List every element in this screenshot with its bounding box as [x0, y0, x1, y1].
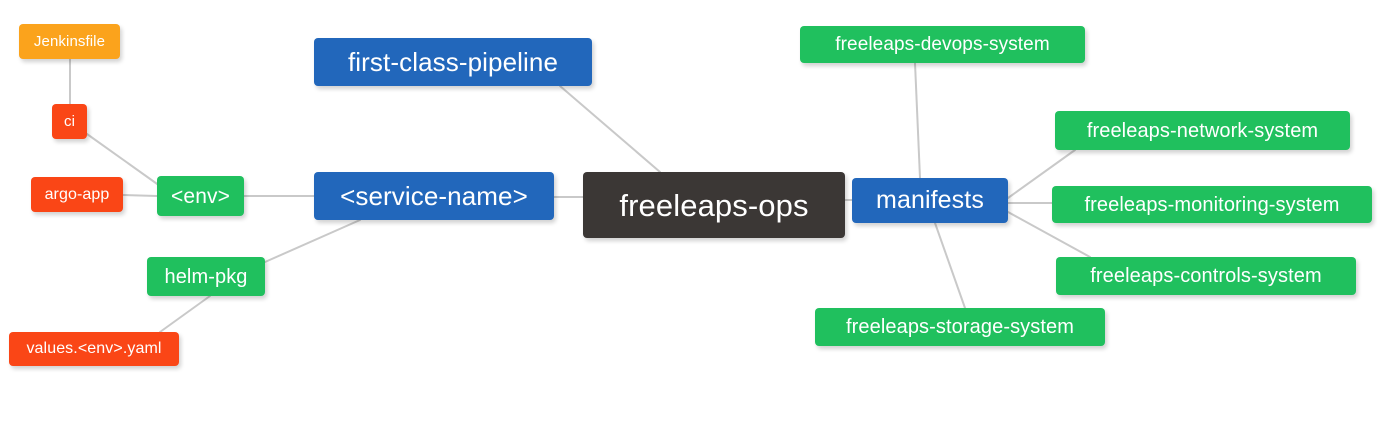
mindmap-node-freeleaps-ops[interactable]: freeleaps-ops — [583, 172, 845, 238]
mindmap-node-env[interactable]: <env> — [157, 176, 244, 216]
mindmap-node-argo-app[interactable]: argo-app — [31, 177, 123, 212]
mindmap-node-service-name[interactable]: <service-name> — [314, 172, 554, 220]
mindmap-node-helm-pkg[interactable]: helm-pkg — [147, 257, 265, 296]
mindmap-node-network-system[interactable]: freeleaps-network-system — [1055, 111, 1350, 150]
mindmap-edge-first-class-pipeline-to-freeleaps-ops — [559, 85, 661, 173]
mindmap-edge-argo-app-to-env — [122, 194, 158, 197]
mindmap-node-monitoring-system[interactable]: freeleaps-monitoring-system — [1052, 186, 1372, 223]
mindmap-node-first-class-pipeline[interactable]: first-class-pipeline — [314, 38, 592, 86]
mindmap-node-storage-system[interactable]: freeleaps-storage-system — [815, 308, 1105, 346]
mindmap-node-jenkinsfile[interactable]: Jenkinsfile — [19, 24, 120, 59]
mindmap-node-ci[interactable]: ci — [52, 104, 87, 139]
mindmap-node-manifests[interactable]: manifests — [852, 178, 1008, 223]
mindmap-node-devops-system[interactable]: freeleaps-devops-system — [800, 26, 1085, 63]
mindmap-edge-manifests-to-devops-system — [914, 62, 921, 179]
mindmap-node-controls-system[interactable]: freeleaps-controls-system — [1056, 257, 1356, 295]
mindmap-node-values-yaml[interactable]: values.<env>.yaml — [9, 332, 179, 366]
mindmap-edge-manifests-to-storage-system — [934, 222, 966, 309]
mindmap-edge-helm-pkg-to-service-name — [264, 219, 361, 263]
mindmap-edge-values-yaml-to-helm-pkg — [159, 295, 211, 333]
